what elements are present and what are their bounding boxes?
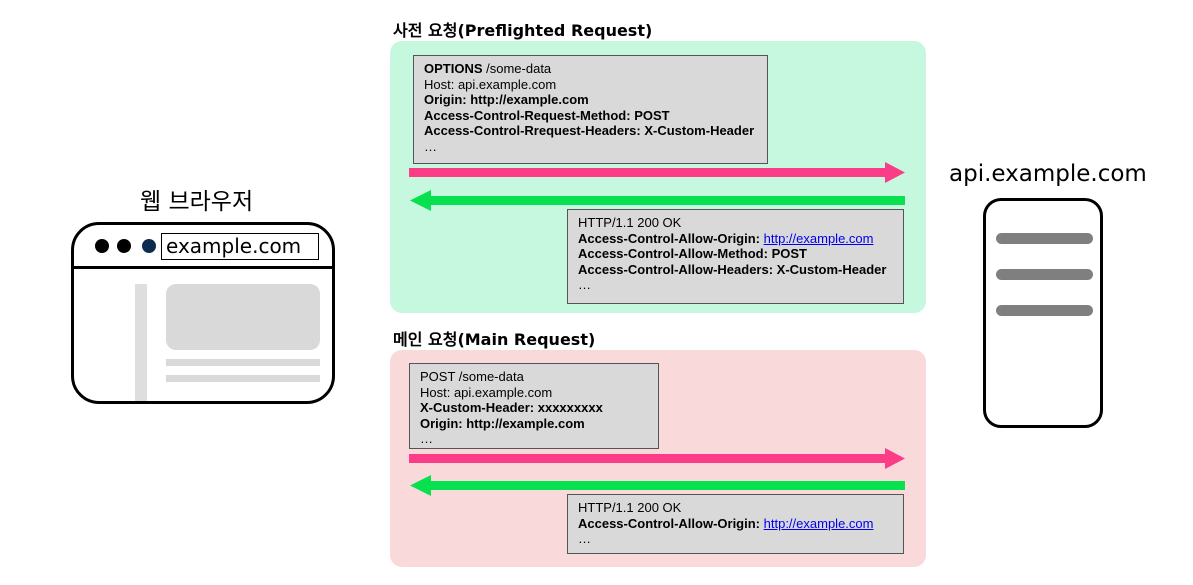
- browser-text-line-placeholder: [166, 359, 320, 366]
- acrm-header: Access-Control-Request-Method: POST: [424, 108, 767, 124]
- browser-toolbar: example.com: [74, 225, 332, 269]
- main-section-title: 메인 요청(Main Request): [393, 330, 596, 349]
- header-value: xxxxxxxxx: [534, 400, 603, 415]
- status-line: HTTP/1.1 200 OK: [578, 215, 682, 230]
- header-key: X-Custom-Header:: [420, 400, 535, 415]
- header-value: X-Custom-Header: [640, 123, 755, 138]
- acam-header: Access-Control-Allow-Method: POST: [578, 246, 903, 262]
- preflight-response-message: HTTP/1.1 200 OK Access-Control-Allow-Ori…: [567, 209, 904, 304]
- acao-header: Access-Control-Allow-Origin: http://exam…: [578, 516, 903, 532]
- ellipsis: …: [578, 277, 591, 292]
- preflight-response-arrow-icon: [410, 190, 905, 211]
- window-dot-icon: [142, 239, 156, 253]
- acah-header: Access-Control-Allow-Headers: X-Custom-H…: [578, 262, 903, 278]
- header-key: Origin:: [420, 415, 463, 431]
- header-value: POST: [767, 246, 807, 261]
- custom-header: X-Custom-Header: xxxxxxxxx: [420, 400, 658, 416]
- header-key: Access-Control-Request-Method:: [424, 107, 631, 123]
- acao-header: Access-Control-Allow-Origin: http://exam…: [578, 231, 903, 247]
- browser-label: 웹 브라우저: [140, 189, 254, 215]
- preflight-section-title: 사전 요청(Preflighted Request): [393, 21, 653, 40]
- ellipsis: …: [424, 138, 437, 154]
- main-response-message: HTTP/1.1 200 OK Access-Control-Allow-Ori…: [567, 494, 904, 554]
- header-key: Access-Control-Allow-Headers:: [578, 261, 774, 277]
- main-request-message: POST /some-data Host: api.example.com X-…: [409, 363, 659, 449]
- request-line: POST /some-data: [420, 369, 524, 384]
- browser-address-bar: example.com: [161, 233, 319, 260]
- preflight-request-message: OPTIONS /some-data Host: api.example.com…: [413, 55, 768, 164]
- header-key: Access-Control-Allow-Origin:: [578, 515, 761, 531]
- server-label: api.example.com: [949, 161, 1147, 187]
- header-key: Origin:: [424, 92, 467, 107]
- acrh-header: Access-Control-Rrequest-Headers: X-Custo…: [424, 123, 767, 139]
- header-key: Access-Control-Allow-Origin:: [578, 230, 761, 246]
- server-slot-icon: [996, 305, 1093, 316]
- status-line: HTTP/1.1 200 OK: [578, 500, 682, 515]
- main-request-arrow-icon: [409, 448, 905, 469]
- host-header: Host: api.example.com: [420, 384, 553, 400]
- web-browser-illustration: example.com: [71, 222, 335, 404]
- server-slot-icon: [996, 233, 1093, 244]
- server-illustration: [983, 198, 1103, 428]
- header-value: POST: [630, 107, 670, 123]
- header-value: X-Custom-Header: [773, 261, 887, 277]
- main-response-arrow-icon: [410, 475, 905, 496]
- window-dot-icon: [95, 239, 109, 253]
- server-slot-icon: [996, 269, 1093, 280]
- host-header: Host: api.example.com: [424, 76, 557, 92]
- preflight-request-arrow-icon: [409, 162, 905, 183]
- browser-content-card-placeholder: [166, 284, 320, 350]
- request-line: OPTIONS /some-data: [424, 61, 767, 77]
- browser-text-line-placeholder: [166, 375, 320, 382]
- origin-link[interactable]: http://example.com: [763, 515, 874, 531]
- ellipsis: …: [578, 531, 591, 546]
- header-value: http://example.com: [466, 92, 589, 107]
- http-method: OPTIONS: [424, 61, 483, 76]
- origin-header: Origin: http://example.com: [424, 92, 767, 108]
- window-dot-icon: [117, 239, 131, 253]
- header-key: Access-Control-Allow-Method:: [578, 246, 768, 261]
- header-value: http://example.com: [462, 415, 585, 431]
- ellipsis: …: [420, 431, 433, 446]
- browser-sidebar-placeholder: [135, 284, 147, 401]
- header-key: Access-Control-Rrequest-Headers:: [424, 123, 641, 138]
- origin-link[interactable]: http://example.com: [763, 230, 874, 246]
- origin-header: Origin: http://example.com: [420, 416, 658, 432]
- request-path: /some-data: [482, 61, 552, 76]
